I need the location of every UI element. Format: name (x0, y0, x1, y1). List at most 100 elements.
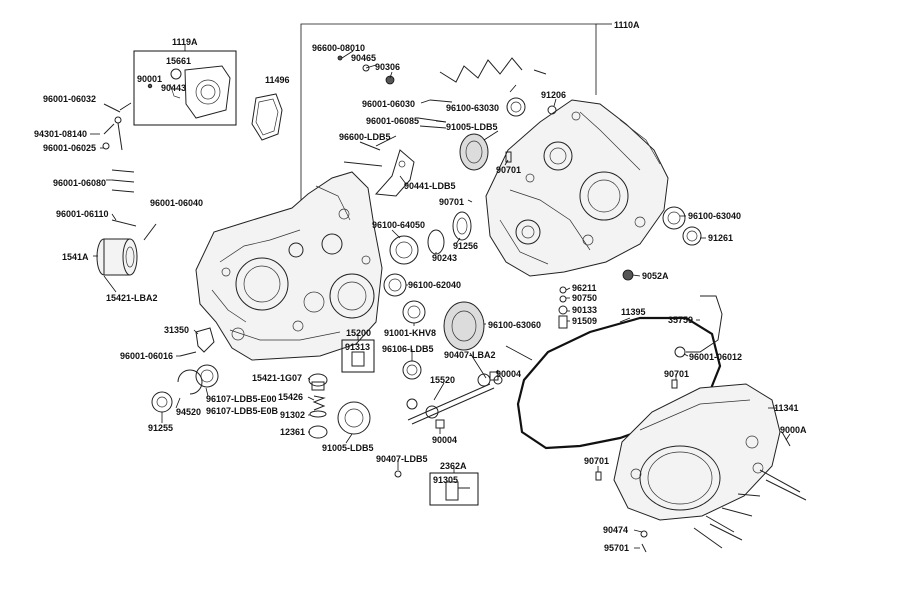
label-15421-1G07: 15421-1G07 (252, 373, 302, 383)
label-96106-LDB5: 96106-LDB5 (382, 344, 434, 354)
right-crankcase-half (485, 99, 669, 277)
pump-gasket-11496 (251, 93, 283, 141)
label-1110A: 1110A (614, 20, 640, 30)
label-96211: 96211 (572, 283, 597, 293)
label-2362A: 2362A (440, 461, 467, 471)
label-96100-63060: 96100-63060 (488, 320, 541, 330)
label-95701: 95701 (604, 543, 629, 553)
label-90443: 90443 (161, 83, 186, 93)
label-96001-06012: 96001-06012 (689, 352, 742, 362)
label-91001-KHV8: 91001-KHV8 (384, 328, 436, 338)
small-parts-lower-right (595, 379, 678, 553)
label-15426: 15426 (278, 392, 303, 402)
label-91305: 91305 (433, 475, 458, 485)
bearing-96100-63030 (506, 97, 526, 117)
label-90474: 90474 (603, 525, 628, 535)
bracket-90441-LDB5 (343, 149, 415, 197)
label-96600-LDB5: 96600-LDB5 (339, 132, 391, 142)
label-91256: 91256 (453, 241, 478, 251)
seal-91256 (452, 211, 472, 241)
label-91206: 91206 (541, 90, 566, 100)
label-96001-06025: 96001-06025 (43, 143, 96, 153)
label-90243: 90243 (432, 253, 457, 263)
label-96100-63030: 96100-63030 (446, 103, 499, 113)
label-90004-a: 90004 (496, 369, 521, 379)
label-96107-LDB5-E00: 96107-LDB5-E00 (206, 394, 277, 404)
dowel-90004-a (489, 371, 499, 381)
clip-90407-LDB5 (394, 470, 402, 478)
label-90407-LDB5: 90407-LDB5 (376, 454, 428, 464)
label-96001-06040: 96001-06040 (150, 198, 203, 208)
box-91313 (341, 334, 375, 373)
sensor-31350 (179, 327, 215, 357)
label-90701-c: 90701 (664, 369, 689, 379)
label-96001-06016: 96001-06016 (120, 351, 173, 361)
label-31350: 31350 (164, 325, 189, 335)
pin-90701-a (505, 151, 512, 163)
box-91305 (429, 467, 479, 506)
label-90750: 90750 (572, 293, 597, 303)
label-11496: 11496 (265, 75, 290, 85)
oil-filter-1541A (96, 238, 138, 293)
valve-stack-96211 (558, 286, 568, 329)
label-91005-LDB5-a: 91005-LDB5 (446, 122, 498, 132)
leader-lines (90, 50, 791, 549)
label-96100-64050: 96100-64050 (372, 220, 425, 230)
seal-96106-LDB5 (402, 360, 422, 380)
case-studs-top (417, 57, 547, 129)
label-9052A: 9052A (642, 271, 669, 281)
label-11341: 11341 (774, 403, 799, 413)
bearing-96100-63040 (662, 206, 686, 230)
seals-96107 (151, 364, 219, 413)
spring-15426 (312, 395, 326, 411)
label-90407-LBA2: 90407-LBA2 (444, 350, 496, 360)
label-9000A: 9000A (780, 425, 807, 435)
filter-cap-15421-1G07 (308, 373, 328, 391)
seal-91206 (547, 105, 557, 115)
label-96100-62040: 96100-62040 (408, 280, 461, 290)
label-91313: 91313 (345, 342, 370, 352)
seal-91005-LDB5-lower (337, 401, 371, 435)
label-15520: 15520 (430, 375, 455, 385)
seal-91261 (682, 226, 702, 246)
label-94301-08140: 94301-08140 (34, 129, 87, 139)
bearing-96100-64050 (389, 235, 419, 265)
oring-91302 (309, 410, 327, 418)
bearing-96100-62040 (383, 273, 407, 297)
left-bolt-cluster (102, 103, 157, 241)
label-91302: 91302 (280, 410, 305, 420)
label-15200: 15200 (346, 328, 371, 338)
label-96001-06030: 96001-06030 (362, 99, 415, 109)
transmission-cover-11341 (613, 383, 781, 521)
ring-90243 (427, 229, 445, 255)
label-90306: 90306 (375, 62, 400, 72)
label-91261: 91261 (708, 233, 733, 243)
label-12361: 12361 (280, 427, 305, 437)
label-15661: 15661 (166, 56, 191, 66)
seal-91005-LDB5 (459, 133, 489, 171)
label-94520: 94520 (176, 407, 201, 417)
label-90701-b: 90701 (439, 197, 464, 207)
label-90701-d: 90701 (584, 456, 609, 466)
label-15421-LBA2: 15421-LBA2 (106, 293, 158, 303)
bearing-91001-KHV8 (402, 300, 426, 324)
label-96100-63040: 96100-63040 (688, 211, 741, 221)
label-90001: 90001 (137, 74, 162, 84)
bolt-9052A (622, 269, 634, 281)
label-91005-LDB5-b: 91005-LDB5 (322, 443, 374, 453)
label-1119A: 1119A (172, 37, 198, 47)
label-96001-06110: 96001-06110 (56, 209, 109, 219)
oil-pump-assembly-box (133, 45, 237, 126)
label-96001-06032: 96001-06032 (43, 94, 96, 104)
label-90004-b: 90004 (432, 435, 457, 445)
bearing-96100-63060 (443, 301, 485, 351)
label-91509: 91509 (572, 316, 597, 326)
part-labels: 1110A 1119A 15661 90001 90443 11496 9600… (34, 20, 807, 553)
left-crankcase-half (195, 171, 383, 361)
label-35759: 35759 (668, 315, 693, 325)
cap-12361 (308, 425, 328, 439)
label-90441-LDB5: 90441-LDB5 (404, 181, 456, 191)
label-96001-06085: 96001-06085 (366, 116, 419, 126)
label-90133: 90133 (572, 305, 597, 315)
label-90465: 90465 (351, 53, 376, 63)
